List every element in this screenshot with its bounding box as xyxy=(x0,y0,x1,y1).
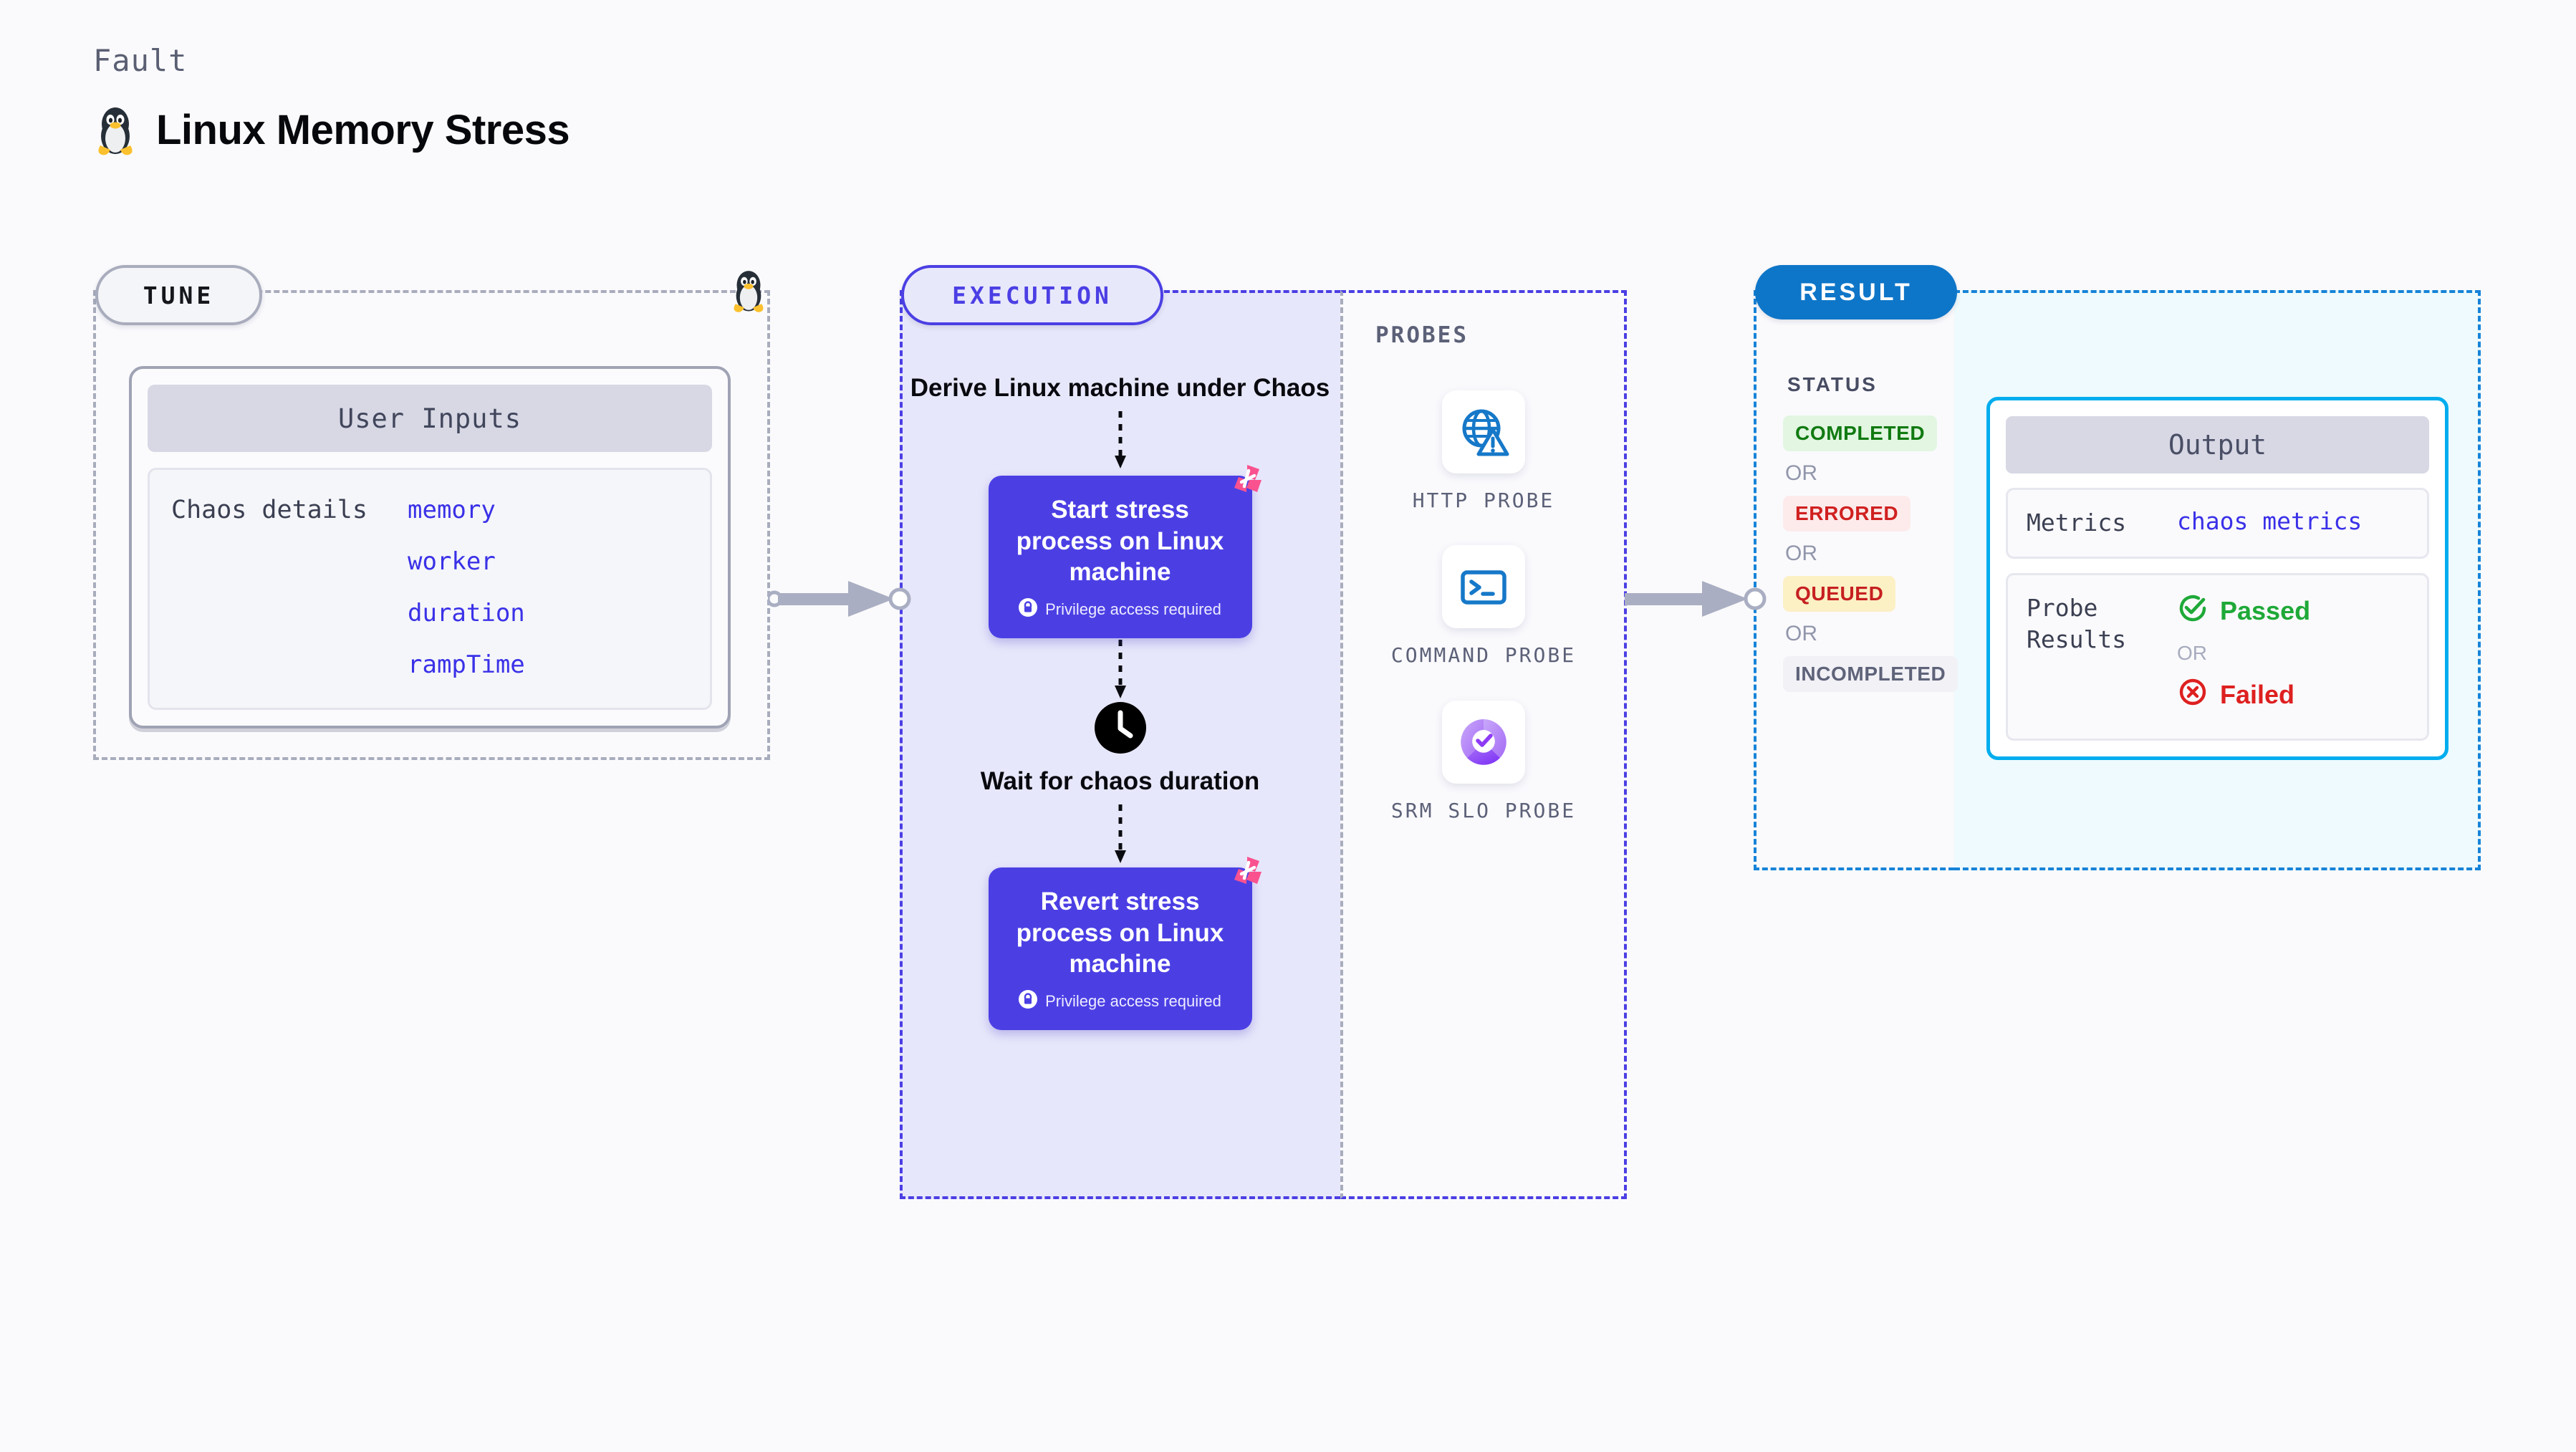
user-inputs-card: User Inputs Chaos details memory worker … xyxy=(129,366,731,729)
output-row-metrics-value[interactable]: chaos metrics xyxy=(2177,507,2363,535)
chaos-badge-icon-2 xyxy=(1231,855,1264,891)
connector-execution-to-result xyxy=(1625,579,1768,622)
probe-item-srm-slo-label: SRM SLO PROBE xyxy=(1390,798,1577,822)
status-label: STATUS xyxy=(1787,373,1878,395)
globe-warning-icon xyxy=(1441,390,1525,473)
check-circle-icon xyxy=(2177,592,2209,630)
output-row-probe-results-label: Probe Results xyxy=(2027,593,2127,654)
status-or-1: OR xyxy=(1785,461,1817,485)
output-card-header: Output xyxy=(2006,416,2429,473)
connector-tune-to-execution xyxy=(766,579,911,622)
lock-icon-2 xyxy=(1019,990,1038,1013)
privilege-note-revert: Privilege access required xyxy=(1004,990,1236,1013)
clock-icon xyxy=(1094,701,1147,754)
param-worker[interactable]: worker xyxy=(408,547,496,576)
page-title: Linux Memory Stress xyxy=(156,106,570,153)
output-card: Output Metrics chaos metrics Probe Resul… xyxy=(1986,397,2448,760)
page-header: Fault Linux Memory Stress xyxy=(93,43,570,157)
flow-arrow-down-icon-3 xyxy=(1111,797,1130,866)
verdict-or: OR xyxy=(2177,641,2207,664)
linux-tux-icon xyxy=(93,102,138,157)
terminal-icon xyxy=(1442,545,1525,629)
verdict-failed: Failed xyxy=(2177,676,2310,714)
status-badge-queued: QUEUED xyxy=(1783,576,1896,612)
tune-corner-linux-tux-icon xyxy=(729,266,768,317)
fault-eyebrow-label: Fault xyxy=(93,43,188,78)
flow-step-derive-label: Derive Linux machine under Chaos xyxy=(910,374,1330,402)
status-badge-completed: COMPLETED xyxy=(1783,415,1938,451)
execution-card-revert-stress-label: Revert stress process on Linux machine xyxy=(1016,887,1224,979)
x-circle-icon xyxy=(2177,676,2209,714)
slo-donut-check-icon xyxy=(1442,700,1525,784)
probe-item-srm-slo[interactable]: SRM SLO PROBE xyxy=(1390,700,1577,824)
param-duration[interactable]: duration xyxy=(408,599,525,628)
output-row-probe-results: Probe Results Passed OR xyxy=(2006,572,2429,741)
execution-card-start-stress[interactable]: Start stress process on Linux machine Pr… xyxy=(988,464,1261,638)
probe-results-verdicts: Passed OR Failed xyxy=(2177,592,2310,714)
user-inputs-card-body: Chaos details memory worker duration ram… xyxy=(148,468,712,710)
verdict-passed-label: Passed xyxy=(2220,596,2311,626)
probe-item-command-label: COMMAND PROBE xyxy=(1390,643,1577,668)
status-or-3: OR xyxy=(1785,622,1817,645)
chaos-details-label: Chaos details xyxy=(171,496,367,524)
probe-item-http-label: HTTP PROBE xyxy=(1412,489,1555,512)
tune-section-pill[interactable]: TUNE xyxy=(95,265,262,325)
param-memory[interactable]: memory xyxy=(408,496,496,524)
privilege-note-start-label: Privilege access required xyxy=(1045,600,1221,618)
status-badge-incompleted: INCOMPLETED xyxy=(1783,656,1959,692)
status-list: COMPLETED OR ERRORED OR QUEUED OR INCOMP… xyxy=(1783,415,1959,692)
chaos-badge-icon xyxy=(1231,463,1264,499)
fault-title-row: Linux Memory Stress xyxy=(93,102,570,157)
status-or-2: OR xyxy=(1785,542,1817,565)
probes-section-label: PROBES xyxy=(1375,322,1469,348)
probe-item-http[interactable]: HTTP PROBE xyxy=(1413,390,1555,514)
verdict-passed: Passed xyxy=(2177,592,2310,630)
privilege-note-revert-label: Privilege access required xyxy=(1045,992,1221,1010)
flow-arrow-down-icon-2 xyxy=(1111,638,1130,701)
execution-card-start-stress-label: Start stress process on Linux machine xyxy=(1016,495,1224,587)
flow-step-wait-label: Wait for chaos duration xyxy=(980,767,1260,795)
execution-flow: Derive Linux machine under Chaos Start s… xyxy=(900,372,1340,1030)
privilege-note-start: Privilege access required xyxy=(1004,598,1236,621)
verdict-failed-label: Failed xyxy=(2220,680,2295,710)
chaos-param-list: memory worker duration rampTime xyxy=(408,496,525,679)
status-badge-errored: ERRORED xyxy=(1783,496,1911,532)
execution-section-pill[interactable]: EXECUTION xyxy=(901,265,1163,325)
result-section-pill[interactable]: RESULT xyxy=(1755,265,1957,319)
output-row-metrics: Metrics chaos metrics xyxy=(2006,488,2429,559)
execution-card-revert-stress[interactable]: Revert stress process on Linux machine P… xyxy=(988,856,1261,1030)
param-ramptime[interactable]: rampTime xyxy=(408,650,525,679)
probes-list: HTTP PROBE COMMAND PROBE xyxy=(1340,390,1627,824)
lock-icon xyxy=(1019,598,1038,621)
output-row-metrics-label: Metrics xyxy=(2027,509,2127,537)
flow-arrow-down-icon xyxy=(1111,404,1130,471)
user-inputs-card-header: User Inputs xyxy=(148,385,712,452)
probe-item-command[interactable]: COMMAND PROBE xyxy=(1391,545,1576,668)
